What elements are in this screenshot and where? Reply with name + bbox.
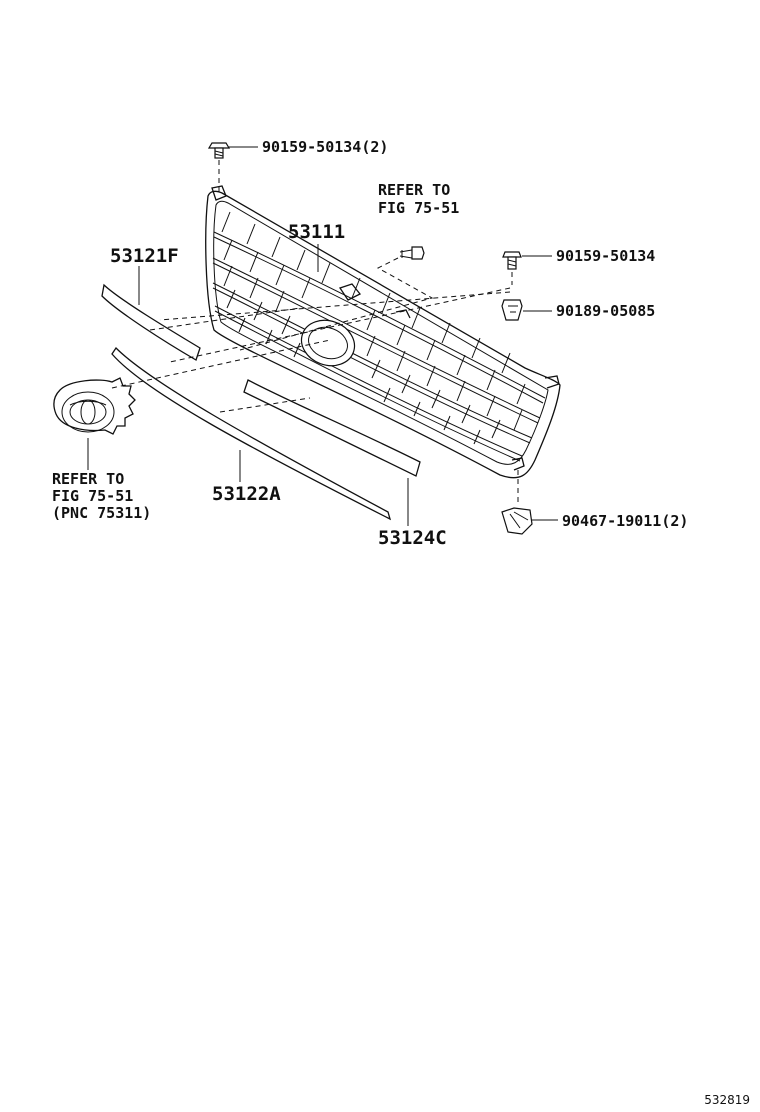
label-refer-left-1: REFER TO bbox=[52, 470, 124, 488]
label-refer-left-2: FIG 75-51 bbox=[52, 487, 133, 505]
label-refer-left-3: (PNC 75311) bbox=[52, 504, 151, 522]
retainer-icon bbox=[501, 507, 533, 535]
molding-center bbox=[243, 379, 421, 477]
radiator-grille bbox=[205, 185, 561, 479]
bolt-right-icon bbox=[502, 251, 522, 270]
emblem-icon bbox=[53, 377, 136, 435]
bolt-top-icon bbox=[207, 142, 231, 159]
molding-upper bbox=[101, 283, 201, 361]
label-molding-upper: 53121F bbox=[110, 245, 179, 267]
label-bolt-top: 90159-50134(2) bbox=[262, 138, 388, 156]
clip-right-icon bbox=[501, 299, 523, 321]
label-retainer: 90467-19011(2) bbox=[562, 512, 688, 530]
molding-lower bbox=[111, 346, 392, 521]
label-molding-lower: 53122A bbox=[212, 483, 281, 505]
label-molding-center: 53124C bbox=[378, 527, 447, 549]
label-clip-right: 90189-05085 bbox=[556, 302, 655, 320]
figure-number: 532819 bbox=[704, 1093, 750, 1107]
label-refer-top-2: FIG 75-51 bbox=[378, 199, 459, 217]
label-bolt-right: 90159-50134 bbox=[556, 247, 655, 265]
label-refer-top-1: REFER TO bbox=[378, 181, 450, 199]
screw-refer-icon bbox=[399, 246, 425, 260]
label-grille: 53111 bbox=[288, 221, 345, 243]
